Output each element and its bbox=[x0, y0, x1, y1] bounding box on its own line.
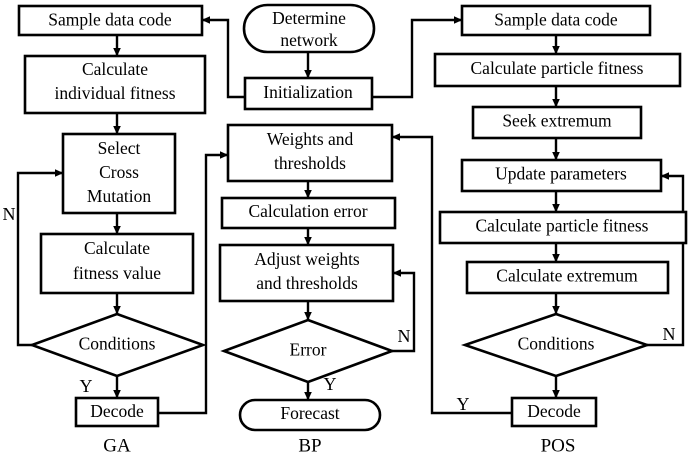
node-bp-initialization[interactable]: Initialization bbox=[243, 76, 374, 111]
edge-pos-conditions-no-to-update bbox=[647, 172, 685, 347]
edge-bp-init-to-ga-sample bbox=[201, 16, 245, 99]
node-bp-init-label: Initialization bbox=[263, 82, 353, 102]
node-ga-select-cross-mutation[interactable]: Select Cross Mutation bbox=[61, 132, 177, 215]
edge-bp-init-to-pos-sample bbox=[372, 16, 463, 99]
node-pos-seek-label: Seek extremum bbox=[502, 111, 612, 131]
column-label-bp: BP bbox=[298, 435, 321, 456]
node-pos-decode[interactable]: Decode bbox=[510, 396, 598, 428]
node-bp-forecast-label: Forecast bbox=[280, 403, 339, 423]
node-pos-calculate-particle-fitness-1[interactable]: Calculate particle fitness bbox=[433, 52, 682, 88]
node-ga-decode[interactable]: Decode bbox=[74, 396, 160, 428]
node-pos-conditions-decision[interactable]: Conditions bbox=[460, 312, 652, 378]
node-bp-adjust-weights-and-thresholds[interactable]: Adjust weights and thresholds bbox=[218, 243, 395, 303]
node-pos-conditions-label: Conditions bbox=[518, 334, 595, 354]
node-pos-calculate-extremum[interactable]: Calculate extremum bbox=[465, 260, 670, 295]
node-bp-determine-line1: Determine bbox=[272, 8, 346, 28]
column-label-ga: GA bbox=[103, 435, 131, 456]
node-bp-determine-network[interactable]: Determine network bbox=[242, 3, 376, 54]
node-pos-calcext-label: Calculate extremum bbox=[496, 266, 638, 286]
branch-label-ga-no: N bbox=[3, 204, 16, 224]
node-bp-weights-line1: Weights and bbox=[267, 129, 354, 149]
edge-bp-error-no-to-adjust bbox=[392, 269, 416, 353]
node-ga-calculate-individual-fitness[interactable]: Calculate individual fitness bbox=[23, 54, 207, 115]
node-pos-update-label: Update parameters bbox=[495, 164, 627, 184]
node-ga-calcind-line2: individual fitness bbox=[54, 83, 175, 103]
node-bp-weights-line2: thresholds bbox=[274, 153, 346, 173]
node-pos-calcfit2-label: Calculate particle fitness bbox=[476, 216, 649, 236]
branch-label-bp-yes: Y bbox=[324, 374, 337, 394]
node-ga-select-line2: Cross bbox=[99, 162, 139, 182]
node-ga-sample-data-code[interactable]: Sample data code bbox=[17, 4, 204, 37]
node-bp-adjust-line1: Adjust weights bbox=[254, 249, 360, 269]
branch-label-bp-no: N bbox=[398, 326, 411, 346]
node-ga-conditions-decision[interactable]: Conditions bbox=[28, 312, 207, 378]
node-ga-calcfit-line1: Calculate bbox=[84, 238, 150, 258]
edge-ga-conditions-no-to-select bbox=[16, 169, 64, 347]
node-bp-error-decision[interactable]: Error bbox=[220, 318, 396, 384]
node-bp-weights-and-thresholds[interactable]: Weights and thresholds bbox=[226, 123, 394, 183]
node-pos-decode-label: Decode bbox=[527, 401, 581, 421]
branch-label-pos-no: N bbox=[663, 324, 676, 344]
node-pos-sample-data-code[interactable]: Sample data code bbox=[460, 4, 652, 37]
node-bp-calcerror-label: Calculation error bbox=[248, 201, 367, 221]
node-ga-select-line3: Mutation bbox=[87, 186, 151, 206]
node-bp-determine-line2: network bbox=[280, 30, 338, 50]
node-ga-calculate-fitness-value[interactable]: Calculate fitness value bbox=[39, 232, 195, 295]
edge-ga-decode-to-bp-weights bbox=[158, 151, 229, 415]
node-pos-sample-label: Sample data code bbox=[494, 10, 618, 30]
node-bp-calculation-error[interactable]: Calculation error bbox=[220, 196, 397, 230]
column-label-pos: POS bbox=[541, 435, 576, 456]
node-ga-sample-label: Sample data code bbox=[48, 10, 172, 30]
node-bp-forecast[interactable]: Forecast bbox=[238, 398, 382, 432]
node-bp-adjust-line2: and thresholds bbox=[256, 273, 358, 293]
node-ga-select-line1: Select bbox=[98, 138, 141, 158]
edge-pos-decode-to-bp-weights bbox=[391, 133, 512, 415]
node-ga-calcind-line1: Calculate bbox=[82, 59, 148, 79]
node-pos-seek-extremum[interactable]: Seek extremum bbox=[471, 105, 643, 140]
node-ga-conditions-label: Conditions bbox=[79, 334, 156, 354]
node-ga-decode-label: Decode bbox=[90, 401, 144, 421]
node-pos-calcfit1-label: Calculate particle fitness bbox=[471, 58, 644, 78]
node-pos-update-parameters[interactable]: Update parameters bbox=[460, 158, 663, 193]
node-bp-error-label: Error bbox=[290, 340, 327, 360]
branch-label-pos-yes: Y bbox=[457, 394, 470, 414]
node-ga-calcfit-line2: fitness value bbox=[73, 263, 161, 283]
branch-label-ga-yes: Y bbox=[80, 376, 93, 396]
node-pos-calculate-particle-fitness-2[interactable]: Calculate particle fitness bbox=[438, 210, 688, 245]
